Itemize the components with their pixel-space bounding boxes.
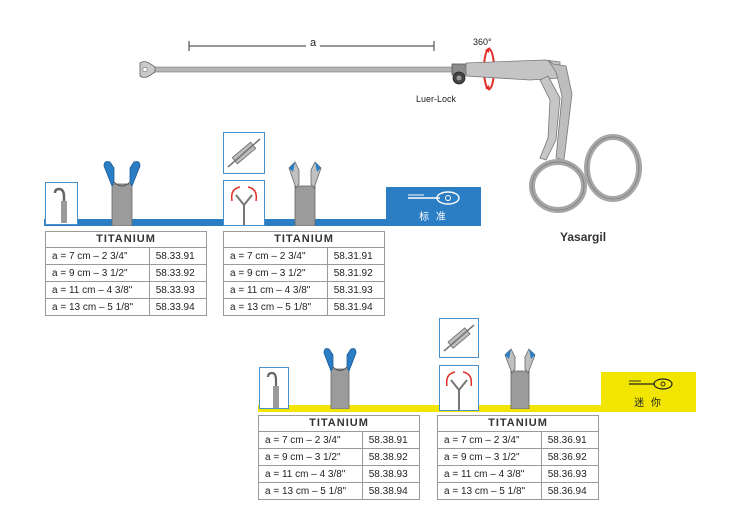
table-row: a = 7 cm – 2 3/4"58.33.91 [45, 247, 208, 265]
rotating-shaft-thumbnail [223, 132, 265, 174]
table-row: a = 7 cm – 2 3/4"58.31.91 [223, 247, 386, 265]
blue-table-1: TITANIUM a = 7 cm – 2 3/4"58.33.91 a = 9… [45, 231, 208, 316]
blue-jaw-tip-2-icon [288, 161, 322, 226]
instrument-handle-lever [539, 75, 561, 161]
yellow-jaw-tip-2-icon [504, 348, 536, 409]
hook-tip-thumbnail [45, 182, 78, 225]
code-cell: 58.38.94 [361, 482, 421, 500]
bendable-tip-thumbnail [223, 180, 265, 226]
instrument-name: Yasargil [560, 230, 607, 244]
table-row: a = 9 cm – 3 1/2"58.38.92 [258, 448, 421, 466]
shaft-rotate-mini-icon [443, 324, 475, 352]
code-cell: 58.33.94 [148, 298, 208, 316]
code-cell: 58.38.91 [361, 431, 421, 449]
mini-size-label: 迷 你 [634, 397, 663, 409]
instrument-shaft [154, 66, 456, 73]
dimension-label: a [306, 37, 321, 49]
table-row: a = 9 cm – 3 1/2"58.31.92 [223, 264, 386, 282]
table-row: a = 11 cm – 4 3/8"58.38.93 [258, 465, 421, 483]
code-cell: 58.36.94 [540, 482, 600, 500]
bend-arrows-mini-icon [445, 371, 473, 410]
yellow-table-1: TITANIUM a = 7 cm – 2 3/4"58.38.91 a = 9… [258, 415, 421, 500]
rotating-shaft-mini-thumbnail [439, 318, 479, 358]
yellow-table-2: TITANIUM a = 7 cm – 2 3/4"58.36.91 a = 9… [437, 415, 600, 500]
table-row: a = 11 cm – 4 3/8"58.33.93 [45, 281, 208, 299]
code-cell: 58.38.93 [361, 465, 421, 483]
table-row: a = 11 cm – 4 3/8"58.31.93 [223, 281, 386, 299]
table-header: TITANIUM [437, 415, 599, 432]
code-cell: 58.31.92 [326, 264, 386, 282]
shaft-rotate-icon [227, 138, 261, 168]
luer-lock-label: Luer-Lock [416, 94, 457, 104]
table-row: a = 11 cm – 4 3/8"58.36.93 [437, 465, 600, 483]
table-row: a = 13 cm – 5 1/8"58.38.94 [258, 482, 421, 500]
yellow-jaw-tip-icon [323, 348, 357, 409]
hook-tip-icon [53, 187, 67, 223]
table-row: a = 7 cm – 2 3/4"58.38.91 [258, 431, 421, 449]
main-instrument-illustration [139, 41, 642, 213]
table-row: a = 13 cm – 5 1/8"58.33.94 [45, 298, 208, 316]
blue-table-2: TITANIUM a = 7 cm – 2 3/4"58.31.91 a = 9… [223, 231, 386, 316]
size-cell: a = 9 cm – 3 1/2" [258, 448, 363, 466]
code-cell: 58.31.94 [326, 298, 386, 316]
yellow-band [258, 405, 608, 412]
table-row: a = 13 cm – 5 1/8"58.36.94 [437, 482, 600, 500]
mini-size-tag: 迷 你 [601, 372, 696, 412]
size-cell: a = 7 cm – 2 3/4" [258, 431, 363, 449]
code-cell: 58.31.91 [326, 247, 386, 265]
size-cell: a = 13 cm – 5 1/8" [223, 298, 328, 316]
code-cell: 58.38.92 [361, 448, 421, 466]
bend-arrows-icon [230, 186, 258, 225]
table-row: a = 7 cm – 2 3/4"58.36.91 [437, 431, 600, 449]
size-cell: a = 11 cm – 4 3/8" [223, 281, 328, 299]
code-cell: 58.36.93 [540, 465, 600, 483]
standard-size-label: 标 准 [419, 212, 448, 223]
table-row: a = 13 cm – 5 1/8"58.31.94 [223, 298, 386, 316]
table-row: a = 9 cm – 3 1/2"58.33.92 [45, 264, 208, 282]
blue-jaw-tip-icon [103, 161, 141, 226]
instrument-tip-icon [407, 191, 460, 205]
size-cell: a = 9 cm – 3 1/2" [45, 264, 150, 282]
code-cell: 58.33.92 [148, 264, 208, 282]
code-cell: 58.31.93 [326, 281, 386, 299]
size-cell: a = 13 cm – 5 1/8" [258, 482, 363, 500]
size-cell: a = 7 cm – 2 3/4" [437, 431, 542, 449]
size-cell: a = 13 cm – 5 1/8" [437, 482, 542, 500]
size-cell: a = 9 cm – 3 1/2" [437, 448, 542, 466]
luer-lock-port [451, 63, 467, 85]
hook-tip-mini-thumbnail [259, 367, 289, 409]
size-cell: a = 7 cm – 2 3/4" [223, 247, 328, 265]
size-cell: a = 11 cm – 4 3/8" [437, 465, 542, 483]
standard-size-tag: 标 准 [386, 187, 481, 226]
table-header: TITANIUM [223, 231, 385, 248]
table-row: a = 9 cm – 3 1/2"58.36.92 [437, 448, 600, 466]
size-cell: a = 11 cm – 4 3/8" [258, 465, 363, 483]
size-cell: a = 9 cm – 3 1/2" [223, 264, 328, 282]
bendable-tip-mini-thumbnail [439, 365, 479, 411]
blue-band [44, 219, 389, 226]
code-cell: 58.33.91 [148, 247, 208, 265]
size-cell: a = 11 cm – 4 3/8" [45, 281, 150, 299]
table-header: TITANIUM [258, 415, 420, 432]
code-cell: 58.33.93 [148, 281, 208, 299]
instrument-tip-mini-icon [628, 377, 673, 390]
code-cell: 58.36.92 [540, 448, 600, 466]
hook-tip-mini-icon [266, 371, 279, 408]
code-cell: 58.36.91 [540, 431, 600, 449]
size-cell: a = 13 cm – 5 1/8" [45, 298, 150, 316]
rotation-label: 360° [473, 37, 492, 47]
table-header: TITANIUM [45, 231, 207, 248]
size-cell: a = 7 cm – 2 3/4" [45, 247, 150, 265]
instrument-tip [139, 61, 156, 78]
